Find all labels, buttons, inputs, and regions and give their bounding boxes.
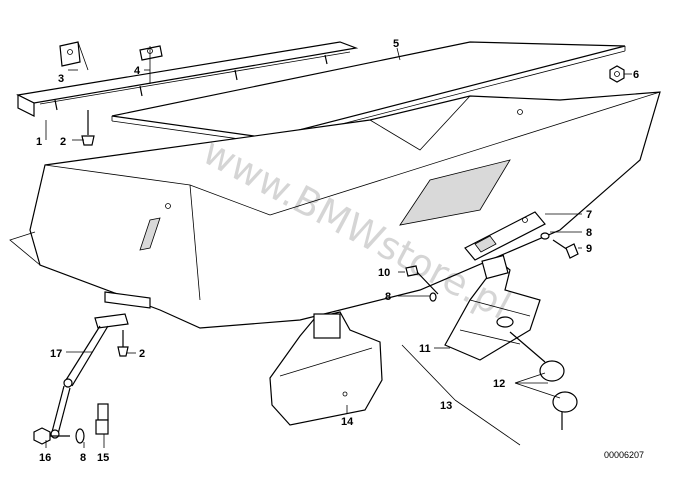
part-label-6: 6 bbox=[633, 69, 639, 81]
lock-housing bbox=[269, 311, 383, 426]
part-label-1: 1 bbox=[36, 136, 42, 148]
screw-top bbox=[81, 110, 95, 146]
part-label-2: 2 bbox=[139, 348, 145, 360]
part-label-15: 15 bbox=[97, 452, 109, 464]
part-label-10: 10 bbox=[378, 267, 390, 279]
screw-lower bbox=[117, 330, 129, 357]
leader-lines bbox=[45, 47, 632, 448]
part-label-16: 16 bbox=[39, 452, 51, 464]
part-label-8: 8 bbox=[385, 291, 391, 303]
key-lower bbox=[552, 391, 578, 430]
bracket-4 bbox=[139, 45, 163, 84]
nut-6 bbox=[609, 65, 625, 83]
key-upper bbox=[509, 331, 565, 382]
diagram-code: 00006207 bbox=[604, 450, 644, 460]
part-label-17: 17 bbox=[50, 348, 62, 360]
clip-15 bbox=[95, 403, 109, 435]
lock-assembly bbox=[444, 254, 541, 361]
part-label-9: 9 bbox=[586, 243, 592, 255]
part-label-4: 4 bbox=[134, 65, 141, 77]
part-label-7: 7 bbox=[586, 209, 592, 221]
glovebox-lid bbox=[111, 41, 626, 144]
part-label-2: 2 bbox=[60, 136, 66, 148]
part-label-8: 8 bbox=[586, 227, 592, 239]
part-label-5: 5 bbox=[393, 38, 399, 50]
part-label-3: 3 bbox=[58, 73, 64, 85]
screw-9 bbox=[552, 239, 579, 259]
part-label-14: 14 bbox=[341, 416, 354, 428]
part-label-13: 13 bbox=[440, 400, 452, 412]
part-label-8: 8 bbox=[80, 452, 86, 464]
bracket-3 bbox=[59, 41, 89, 71]
lock-set-bracket bbox=[401, 344, 521, 446]
washer-upper bbox=[540, 232, 550, 240]
part-label-11: 11 bbox=[419, 343, 431, 355]
washer-middle bbox=[429, 292, 437, 302]
part-label-12: 12 bbox=[493, 378, 505, 390]
hinge-rail bbox=[16, 41, 359, 117]
stay-arm bbox=[50, 313, 129, 439]
washer-lower bbox=[75, 428, 85, 444]
screw-10 bbox=[405, 265, 439, 295]
striker-plate bbox=[464, 211, 546, 261]
